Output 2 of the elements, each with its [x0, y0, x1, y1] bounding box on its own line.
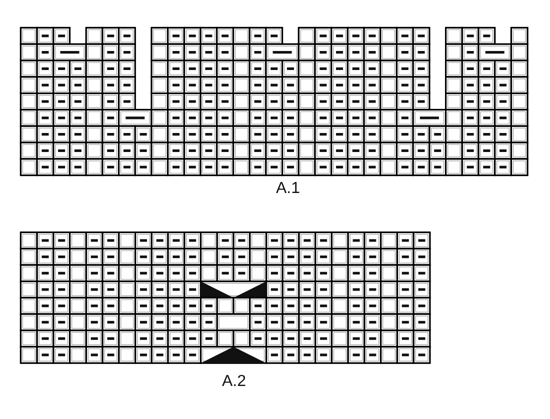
- chart-label: A.1: [276, 180, 300, 198]
- chart-label: A.2: [222, 373, 246, 391]
